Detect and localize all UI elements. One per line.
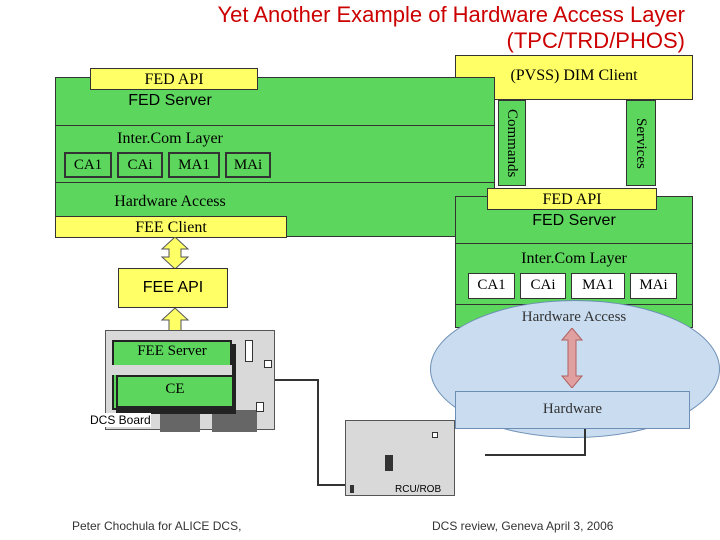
left-intercom-layer-label: Inter.Com Layer bbox=[117, 130, 223, 147]
ce-label: CE bbox=[165, 381, 185, 397]
fee-client-to-api-arrow bbox=[160, 237, 190, 269]
right-intercom-layer-label: Inter.Com Layer bbox=[521, 250, 627, 267]
fee-server-separator bbox=[112, 365, 232, 375]
left-fed-api-label: FED API bbox=[90, 68, 258, 90]
left-stack-separator-1 bbox=[55, 125, 495, 126]
rcu-rob-chip bbox=[350, 485, 354, 493]
left-cai-box: CAi bbox=[117, 152, 163, 178]
left-mai-box: MAi bbox=[225, 152, 271, 178]
fee-api-label: FEE API bbox=[142, 279, 204, 296]
rcu-rob-label: RCU/ROB bbox=[395, 484, 442, 495]
rcu-rob-chip bbox=[432, 432, 438, 438]
footer-left: Peter Chochula for ALICE DCS, bbox=[72, 519, 242, 533]
right-fed-api-label: FED API bbox=[487, 188, 657, 210]
left-fed-server-label: FED Server bbox=[128, 92, 212, 109]
dcs-board-chip bbox=[256, 402, 264, 412]
fee-server-label: FEE Server bbox=[137, 343, 207, 359]
right-ma1-box: MA1 bbox=[571, 273, 625, 299]
dcs-board-chip bbox=[160, 411, 200, 432]
page-title-line1: Yet Another Example of Hardware Access L… bbox=[217, 2, 685, 27]
pvss-dim-client-label: (PVSS) DIM Client bbox=[510, 67, 638, 84]
left-fee-client-label: FEE Client bbox=[55, 216, 287, 238]
right-hardware-access-label: Hardware Access bbox=[521, 309, 627, 325]
hardware-label: Hardware bbox=[542, 401, 603, 417]
hardware-box bbox=[455, 391, 690, 429]
commands-arrow bbox=[498, 100, 526, 186]
dcs-board-chip bbox=[245, 340, 253, 362]
hardware-double-arrow bbox=[560, 328, 584, 388]
dcs-board-label: DCS Board bbox=[90, 413, 151, 427]
right-fed-server-label: FED Server bbox=[532, 212, 616, 229]
left-stack-separator-2 bbox=[55, 182, 495, 183]
left-ma1-box: MA1 bbox=[168, 152, 220, 178]
services-label: Services bbox=[633, 117, 649, 169]
commands-label: Commands bbox=[504, 108, 520, 178]
dcs-board-chip bbox=[264, 360, 272, 368]
ce-box bbox=[116, 375, 234, 408]
right-ca1-box: CA1 bbox=[468, 273, 515, 299]
right-stack-separator-1 bbox=[455, 243, 693, 244]
fee-api-box bbox=[118, 268, 228, 308]
dcs-board-chip bbox=[212, 410, 257, 432]
footer-right: DCS review, Geneva April 3, 2006 bbox=[432, 519, 614, 533]
rcu-rob-chip bbox=[385, 455, 393, 471]
right-cai-box: CAi bbox=[520, 273, 566, 299]
right-mai-box: MAi bbox=[630, 273, 677, 299]
left-hardware-access-label: Hardware Access bbox=[114, 193, 226, 210]
left-ca1-box: CA1 bbox=[64, 152, 112, 178]
services-arrow bbox=[626, 100, 656, 186]
page-title-line2: (TPC/TRD/PHOS) bbox=[506, 28, 685, 53]
